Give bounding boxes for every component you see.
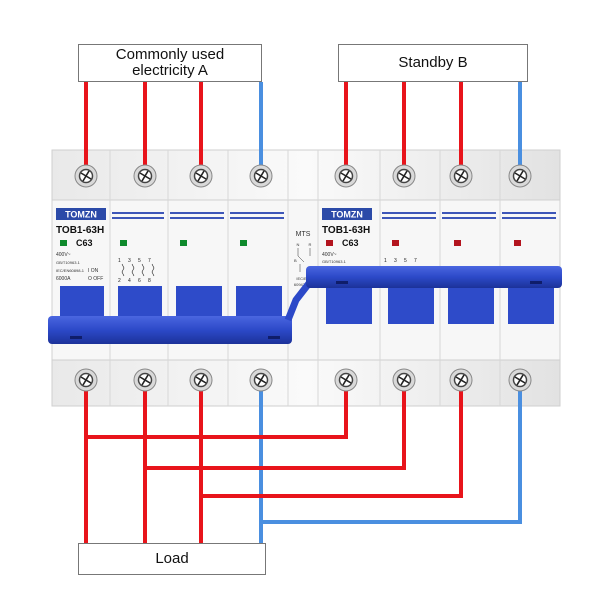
brand-badge-left <box>56 208 106 220</box>
tie-l2 <box>145 380 406 470</box>
handle-left-2[interactable] <box>118 286 162 316</box>
pole-schematic-right: 1 3 5 7 <box>384 258 417 264</box>
left-handles[interactable] <box>48 286 292 344</box>
terminal-screws <box>74 164 532 392</box>
indicator-right-2 <box>392 240 399 246</box>
mts-module: MTS N R B IEC/EN 60947-6-1 <box>294 231 313 287</box>
terminal-label: 4 <box>128 278 131 284</box>
tie-l1 <box>86 380 348 439</box>
brand-right: TOMZN <box>331 210 363 220</box>
source-a-text: Commonly used electricity A <box>115 46 225 79</box>
wiring <box>84 82 522 543</box>
rating-left: C63 <box>76 238 93 248</box>
terminal-label: 5 <box>138 258 141 264</box>
pole-schematic-left: 1 3 5 7 2 4 6 8 <box>118 258 155 284</box>
handle-left-4[interactable] <box>236 286 282 316</box>
voltage-left: 400V~ <box>56 252 71 258</box>
lower-terminal-block <box>51 359 561 407</box>
indicator-left-4 <box>240 240 247 246</box>
handle-left-3[interactable] <box>176 286 222 316</box>
screw-bottom-row <box>74 368 532 392</box>
handle-right-2[interactable] <box>388 288 434 324</box>
brand-badge-right <box>322 208 372 220</box>
terminal-label: 3 <box>128 258 131 264</box>
mts-std: IEC/EN <box>296 276 309 281</box>
upper-terminal-block <box>51 149 561 201</box>
handle-right-3[interactable] <box>448 288 494 324</box>
handle-bar-left[interactable] <box>48 316 292 344</box>
model-right: TOB1-63H <box>322 225 370 236</box>
terminal-label: 1 <box>384 258 387 264</box>
handle-left-1[interactable] <box>60 286 104 316</box>
capacity-left: 6000A <box>56 276 71 282</box>
breaker-assembly: TOMZN TOB1-63H C63 400V~ GB/T10963.1 IEC… <box>48 149 562 407</box>
tie-n <box>261 380 522 524</box>
terminal-label: 3 <box>394 258 397 264</box>
terminal-label: 6 <box>138 278 141 284</box>
terminal-label: 8 <box>148 278 151 284</box>
terminal-label: 5 <box>404 258 407 264</box>
std1-right: GB/T10963.1 <box>322 259 347 264</box>
mts-b-label: B <box>294 258 297 263</box>
mts-r-label: R <box>309 242 312 247</box>
std2-left: IEC/EN60898-1 <box>56 268 85 273</box>
tie-l3 <box>201 380 463 498</box>
brand-left: TOMZN <box>65 210 97 220</box>
terminal-label: 7 <box>414 258 417 264</box>
model-left: TOB1-63H <box>56 225 104 236</box>
on-label-left: I ON <box>88 268 99 274</box>
mts-title: MTS <box>296 231 311 238</box>
indicator-right-1 <box>326 240 333 246</box>
source-a-label: Commonly used electricity A <box>78 44 262 82</box>
source-b-text: Standby B <box>398 54 468 71</box>
indicator-left-3 <box>180 240 187 246</box>
load-text: Load <box>155 550 189 567</box>
rating-right: C63 <box>342 238 359 248</box>
indicator-left-2 <box>120 240 127 246</box>
screw-top-row <box>74 164 532 188</box>
indicator-right-3 <box>454 240 461 246</box>
handle-bar-right[interactable] <box>306 266 562 288</box>
mts-n-label: N <box>297 242 300 247</box>
indicator-right-4 <box>514 240 521 246</box>
handle-right-1[interactable] <box>326 288 372 324</box>
source-b-label: Standby B <box>338 44 528 82</box>
mts-std2: 60947-6-1 <box>294 282 313 287</box>
std1-left: GB/T10963.1 <box>56 260 81 265</box>
terminal-label: 1 <box>118 258 121 264</box>
voltage-right: 400V~ <box>322 252 337 258</box>
terminal-label: 2 <box>118 278 121 284</box>
terminal-label: 7 <box>148 258 151 264</box>
right-handles[interactable] <box>306 266 562 324</box>
handle-right-4[interactable] <box>508 288 554 324</box>
load-label: Load <box>78 543 266 575</box>
indicator-left-1 <box>60 240 67 246</box>
interlock-link <box>284 279 313 322</box>
off-label-left: O OFF <box>88 276 103 282</box>
